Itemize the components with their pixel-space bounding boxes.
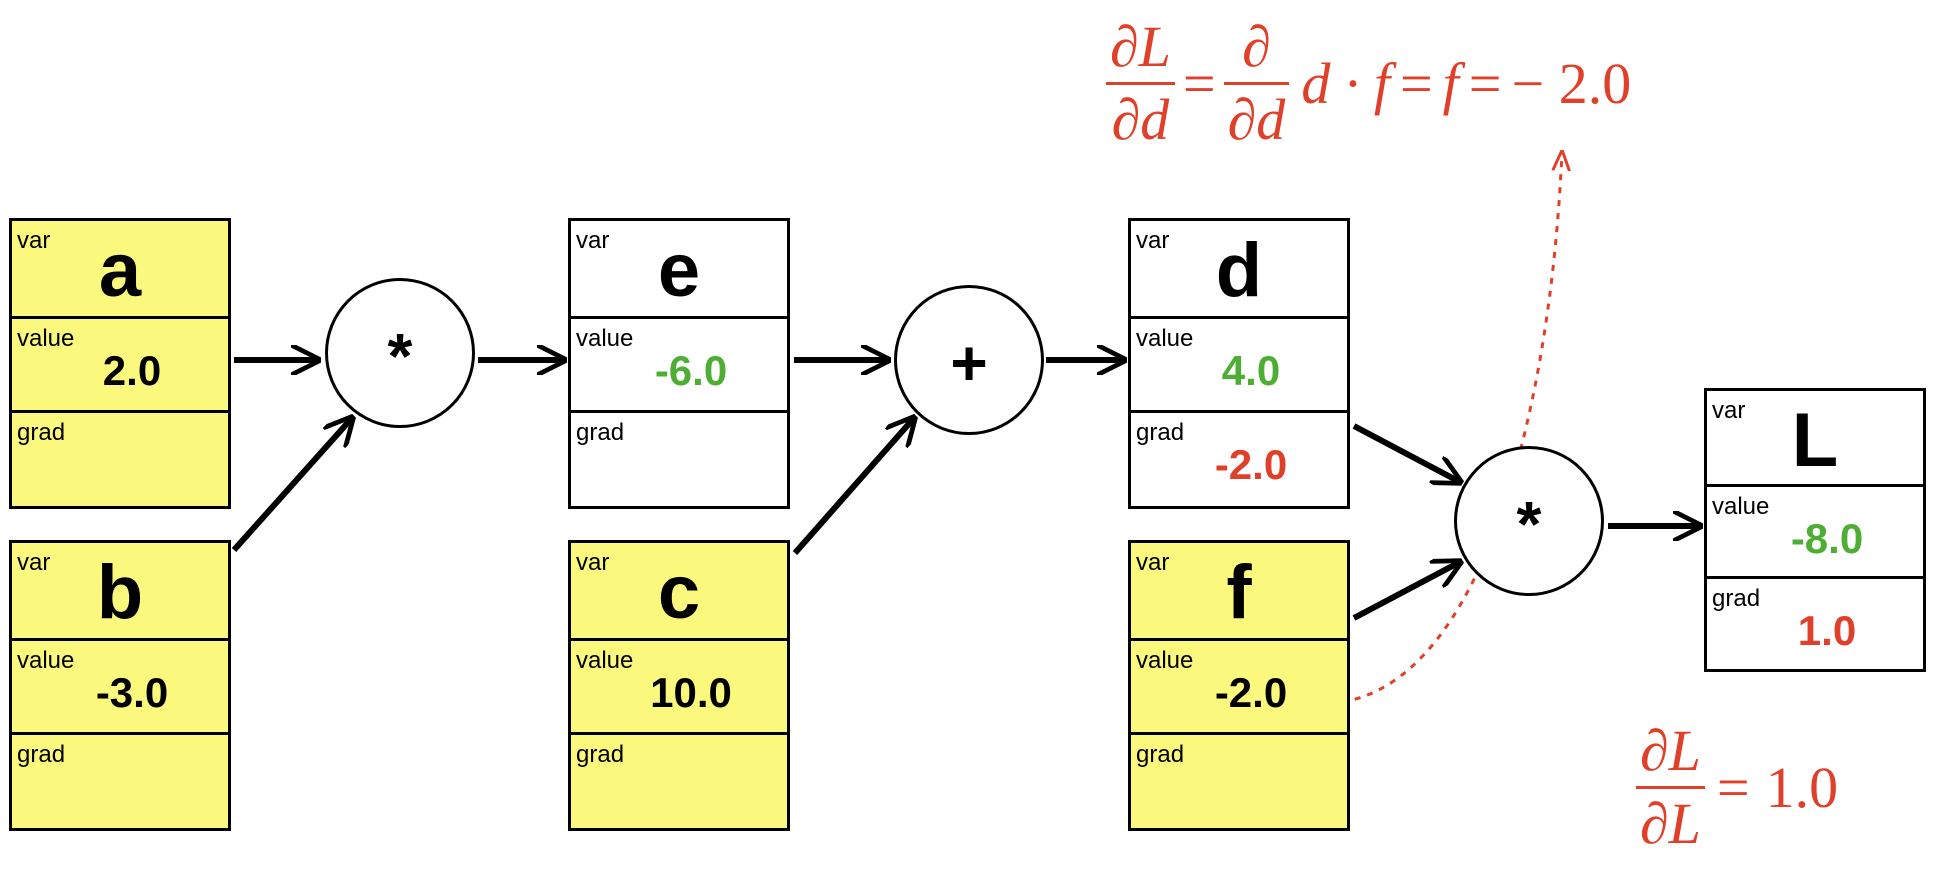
value-cell: value 10.0 (571, 641, 787, 735)
value-number: 2.0 (102, 347, 162, 394)
value-label: value (576, 325, 634, 352)
var-cell: var d (1131, 221, 1347, 319)
node-name: c (657, 550, 701, 635)
grad-cell: grad (1131, 735, 1347, 828)
fraction-denominator: ∂d (1227, 87, 1286, 152)
grad-cell: grad (571, 413, 787, 506)
node-L: var L value -8.0 grad 1.0 (1704, 388, 1926, 672)
grad-cell: grad (12, 735, 228, 828)
node-f: var f value -2.0 grad (1128, 540, 1350, 831)
var-label: var (576, 227, 610, 254)
multiply-operator-df: * (1454, 446, 1604, 596)
grad-label: grad (576, 419, 625, 446)
product-expression: d · f (1301, 51, 1390, 116)
equals-sign: = (1468, 51, 1502, 116)
var-cell: var a (12, 221, 228, 319)
value-cell: value -3.0 (12, 641, 228, 735)
operator-symbol: + (950, 327, 988, 399)
var-label: var (17, 227, 51, 254)
node-name: b (96, 550, 144, 635)
edge-f-to-mul (1352, 562, 1460, 621)
equals-sign: = (1182, 51, 1216, 116)
var-cell: var b (12, 543, 228, 641)
value-label: value (1136, 325, 1194, 352)
var-label: var (1136, 227, 1170, 254)
multiply-operator-ab: * (325, 278, 475, 428)
fraction-bar (1636, 786, 1705, 789)
grad-cell: grad (571, 735, 787, 828)
var-cell: var e (571, 221, 787, 319)
edge-b-to-mul (231, 418, 352, 552)
equals-sign: = (1716, 755, 1750, 820)
fraction-numerator: ∂L (1640, 718, 1701, 783)
node-name: f (1226, 550, 1252, 635)
edge-c-to-add (792, 418, 914, 555)
grad-label: grad (17, 741, 66, 768)
equals-sign: = (1399, 51, 1433, 116)
fraction-bar (1223, 82, 1290, 85)
fraction-denominator: ∂L (1640, 791, 1701, 856)
grad-number: -2.0 (1214, 441, 1288, 488)
value-number: 10.0 (650, 669, 732, 716)
value-cell: value -6.0 (571, 319, 787, 413)
add-operator-ec: + (894, 285, 1044, 435)
node-b: var b value -3.0 grad (9, 540, 231, 831)
var-label: var (1712, 397, 1746, 424)
value-label: value (17, 647, 75, 674)
var-label: var (17, 549, 51, 576)
fraction-denominator: ∂d (1111, 87, 1170, 152)
result-value: − 2.0 (1511, 51, 1632, 116)
node-e: var e value -6.0 grad (568, 218, 790, 509)
value-label: value (576, 647, 634, 674)
node-name: d (1215, 228, 1263, 313)
value-number: 4.0 (1221, 347, 1281, 394)
var-label: var (1136, 549, 1170, 576)
grad-cell: grad -2.0 (1131, 413, 1347, 506)
value-cell: value -8.0 (1707, 487, 1923, 579)
node-name: a (98, 228, 142, 313)
result-value: 1.0 (1765, 755, 1839, 820)
node-name: L (1791, 398, 1839, 483)
node-c: var c value 10.0 grad (568, 540, 790, 831)
node-a: var a value 2.0 grad (9, 218, 231, 509)
value-cell: value 4.0 (1131, 319, 1347, 413)
value-number: -3.0 (95, 669, 169, 716)
grad-label: grad (1712, 585, 1761, 612)
fraction-dL-dd: ∂L ∂d (1106, 18, 1175, 149)
value-label: value (1712, 493, 1770, 520)
fraction-numerator: ∂ (1242, 14, 1271, 79)
value-number: -2.0 (1214, 669, 1288, 716)
value-cell: value -2.0 (1131, 641, 1347, 735)
value-cell: value 2.0 (12, 319, 228, 413)
fraction-numerator: ∂L (1110, 14, 1171, 79)
var-label: var (576, 549, 610, 576)
node-d: var d value 4.0 grad -2.0 (1128, 218, 1350, 509)
gradient-equation-dL-dL: ∂L ∂L = 1.0 (1628, 722, 1838, 853)
var-cell: var c (571, 543, 787, 641)
grad-label: grad (1136, 741, 1185, 768)
grad-label: grad (17, 419, 66, 446)
fraction-d-dd: ∂ ∂d (1223, 14, 1290, 152)
value-label: value (1136, 647, 1194, 674)
variable-f: f (1442, 51, 1459, 116)
dotted-arrow-to-equation (1341, 152, 1562, 704)
var-cell: var f (1131, 543, 1347, 641)
value-label: value (17, 325, 75, 352)
fraction-dL-dL: ∂L ∂L (1636, 722, 1705, 853)
node-name: e (657, 228, 701, 313)
value-number: -6.0 (654, 347, 728, 394)
gradient-equation-dL-dd: ∂L ∂d = ∂ ∂d d · f = f = − 2.0 (1098, 18, 1631, 149)
var-cell: var L (1707, 391, 1923, 487)
operator-symbol: * (1516, 488, 1542, 560)
grad-label: grad (1136, 419, 1185, 446)
fraction-bar (1106, 82, 1175, 85)
grad-cell: grad 1.0 (1707, 579, 1923, 669)
grad-cell: grad (12, 413, 228, 506)
value-number: -8.0 (1790, 515, 1864, 562)
operator-symbol: * (387, 320, 413, 392)
grad-number: 1.0 (1797, 607, 1857, 654)
grad-label: grad (576, 741, 625, 768)
edge-d-to-mul (1352, 423, 1460, 482)
